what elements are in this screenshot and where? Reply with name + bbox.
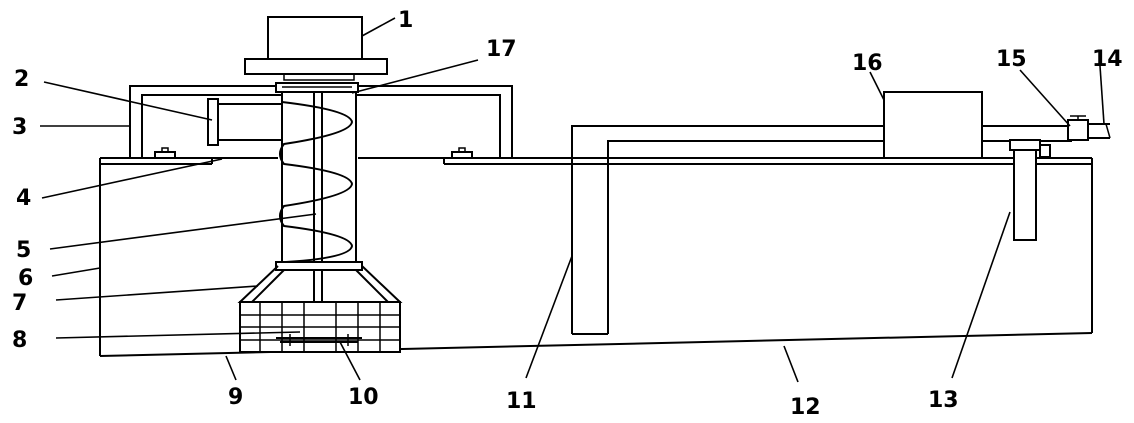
label-12: 12 xyxy=(790,395,821,420)
label-7: 7 xyxy=(12,291,27,316)
conical-hood xyxy=(237,265,403,303)
label-10: 10 xyxy=(348,385,379,410)
label-17: 17 xyxy=(486,37,517,62)
label-3: 3 xyxy=(12,115,27,140)
impeller xyxy=(276,334,362,346)
filter-grid xyxy=(239,301,401,353)
label-2: 2 xyxy=(14,67,29,92)
spiral-column xyxy=(275,91,363,340)
bolt-right xyxy=(451,151,473,159)
inlet-pipe xyxy=(207,98,290,146)
support-frame xyxy=(129,85,513,159)
label-5: 5 xyxy=(16,238,31,263)
label-16: 16 xyxy=(852,51,883,76)
bearing-plate xyxy=(275,82,359,93)
leader-lines xyxy=(40,17,1105,383)
label-9: 9 xyxy=(228,385,243,410)
control-box xyxy=(883,91,983,159)
label-11: 11 xyxy=(506,389,537,414)
valve xyxy=(1067,115,1089,141)
sensor-probe xyxy=(1009,139,1051,241)
label-6: 6 xyxy=(18,266,33,291)
label-13: 13 xyxy=(928,388,959,413)
label-8: 8 xyxy=(12,328,27,353)
outlet-pipe xyxy=(1088,123,1111,139)
label-4: 4 xyxy=(16,186,31,211)
motor xyxy=(244,16,388,81)
label-14: 14 xyxy=(1092,47,1123,72)
bolt-left xyxy=(154,151,176,159)
label-1: 1 xyxy=(398,8,413,33)
label-15: 15 xyxy=(996,47,1027,72)
